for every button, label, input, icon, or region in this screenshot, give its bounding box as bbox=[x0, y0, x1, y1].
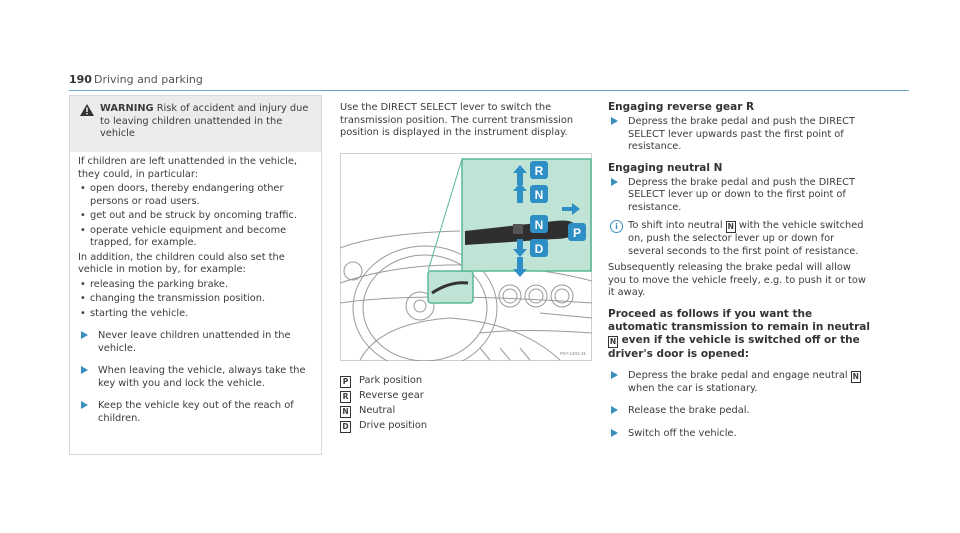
legend-item-neutral: N Neutral bbox=[340, 403, 590, 418]
warning-band: WARNING Risk of accident and injury due … bbox=[70, 96, 321, 152]
warning-text: WARNING Risk of accident and injury due … bbox=[100, 103, 312, 141]
motion-intro: In addition, the children could also set… bbox=[78, 251, 285, 276]
reverse-heading: Engaging reverse gear R bbox=[608, 101, 755, 113]
motion-list: releasing the parking brake. changing th… bbox=[78, 279, 316, 321]
warning-step-text: Keep the vehicle key out of the reach of… bbox=[98, 400, 294, 424]
legend-text: Reverse gear bbox=[359, 390, 424, 401]
neutral-tip: i To shift into neutral N with the vehic… bbox=[608, 220, 870, 258]
key-n-icon: N bbox=[608, 335, 618, 348]
legend-item-drive: D Drive position bbox=[340, 418, 590, 433]
gear-label-n-up: N bbox=[535, 188, 544, 202]
key-n-icon: N bbox=[340, 406, 351, 418]
section-title: Driving and parking bbox=[94, 73, 203, 86]
risk-item: get out and be struck by oncoming traffi… bbox=[78, 210, 316, 223]
warning-step-text: When leaving the vehicle, always take th… bbox=[98, 365, 306, 389]
legend-text: Neutral bbox=[359, 405, 396, 416]
warning-intro: If children are left unattended in the v… bbox=[78, 156, 297, 180]
tip-text: with the vehicle switched on, push the s… bbox=[628, 220, 864, 257]
warning-step: Never leave children unattended in the v… bbox=[78, 330, 316, 355]
warning-triangle-icon bbox=[80, 104, 94, 116]
step-arrow-icon bbox=[611, 117, 618, 125]
proceed-step: Release the brake pedal. bbox=[608, 405, 870, 418]
middle-intro: Use the DIRECT SELECT lever to switch th… bbox=[340, 102, 574, 138]
header-rule bbox=[69, 90, 909, 91]
step-arrow-icon bbox=[611, 370, 618, 379]
reverse-step-text: Depress the brake pedal and push the DIR… bbox=[628, 116, 856, 152]
dashboard-drawing: R N N D P P5Y-1401-31 bbox=[339, 153, 593, 371]
step-arrow-icon bbox=[81, 331, 88, 339]
motion-item: starting the vehicle. bbox=[78, 308, 316, 321]
info-icon: i bbox=[610, 220, 623, 233]
step-arrow-icon bbox=[81, 366, 88, 374]
legend-text: Drive position bbox=[359, 420, 428, 431]
legend-text: Park position bbox=[359, 375, 423, 386]
gear-label-n-down: N bbox=[535, 218, 544, 232]
warning-step: Keep the vehicle key out of the reach of… bbox=[78, 400, 316, 425]
subsequent-text: Subsequently releasing the brake pedal w… bbox=[608, 262, 866, 298]
illustration-code: P5Y-1401-31 bbox=[560, 351, 587, 356]
right-column: Engaging reverse gear R Depress the brak… bbox=[608, 101, 870, 440]
risk-item: open doors, thereby endangering other pe… bbox=[78, 183, 316, 208]
proceed-step: Depress the brake pedal and engage neutr… bbox=[608, 370, 870, 396]
key-n-icon: N bbox=[850, 370, 861, 383]
proceed-step-text: Depress the brake pedal and engage neutr… bbox=[628, 369, 848, 381]
proceed-step: Switch off the vehicle. bbox=[608, 428, 870, 441]
gear-label-p: P bbox=[573, 226, 581, 240]
warning-step: When leaving the vehicle, always take th… bbox=[78, 365, 316, 390]
warning-label: WARNING bbox=[100, 103, 154, 114]
step-arrow-icon bbox=[611, 406, 618, 414]
reverse-step: Depress the brake pedal and push the DIR… bbox=[608, 116, 870, 154]
motion-item: releasing the parking brake. bbox=[78, 279, 316, 292]
proceed-heading-text: Proceed as follows if you want the autom… bbox=[608, 307, 870, 333]
gear-label-d: D bbox=[535, 242, 544, 256]
key-r-icon: R bbox=[340, 391, 351, 403]
proceed-heading: Proceed as follows if you want the autom… bbox=[608, 308, 870, 361]
neutral-step-text: Depress the brake pedal and push the DIR… bbox=[628, 176, 856, 213]
legend-item-reverse: R Reverse gear bbox=[340, 388, 590, 403]
key-d-icon: D bbox=[340, 421, 351, 433]
direct-select-illustration: R N N D P P5Y-1401-31 bbox=[339, 153, 593, 371]
step-arrow-icon bbox=[81, 401, 88, 409]
legend-item-park: P Park position bbox=[340, 373, 590, 388]
neutral-heading: Engaging neutral N bbox=[608, 161, 723, 174]
risk-list: open doors, thereby endangering other pe… bbox=[78, 183, 316, 250]
gear-label-r: R bbox=[535, 164, 544, 178]
warning-step-text: Never leave children unattended in the v… bbox=[98, 330, 291, 354]
neutral-step: Depress the brake pedal and push the DIR… bbox=[608, 177, 870, 215]
step-arrow-icon bbox=[611, 177, 618, 186]
key-n-icon: N bbox=[725, 221, 736, 233]
proceed-step-text: Switch off the vehicle. bbox=[628, 427, 737, 439]
page-number: 190 bbox=[69, 73, 92, 86]
motion-item: changing the transmission position. bbox=[78, 293, 316, 306]
warning-panel: WARNING Risk of accident and injury due … bbox=[69, 95, 322, 455]
proceed-step-text: Release the brake pedal. bbox=[628, 405, 750, 416]
proceed-heading-text: even if the vehicle is switched off or t… bbox=[608, 333, 860, 360]
proceed-step-text: when the car is stationary. bbox=[628, 382, 758, 394]
warning-body: If children are left unattended in the v… bbox=[78, 156, 316, 425]
risk-item: operate vehicle equipment and become tra… bbox=[78, 225, 316, 250]
step-arrow-icon bbox=[611, 428, 618, 437]
key-p-icon: P bbox=[340, 376, 351, 388]
tip-text: To shift into neutral bbox=[628, 220, 723, 231]
warning-description: Risk of accident and injury due to leavi… bbox=[100, 103, 309, 139]
